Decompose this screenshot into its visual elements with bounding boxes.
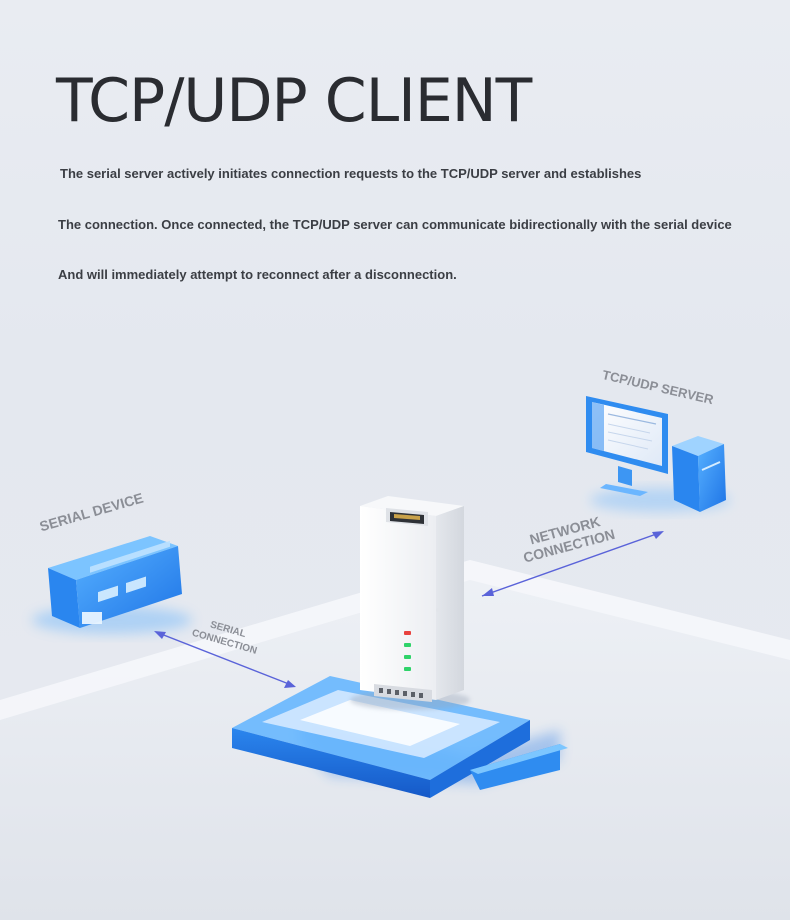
network-connection-arrow	[481, 531, 664, 597]
floor-edge	[0, 560, 790, 720]
description-line-3: And will immediately attempt to reconnec…	[58, 267, 457, 282]
led-green-icon	[404, 655, 411, 659]
led-green-icon	[404, 667, 411, 671]
serial-server-base	[232, 676, 568, 798]
description-line-2: The connection. Once connected, the TCP/…	[58, 217, 732, 232]
description-line-1: The serial server actively initiates con…	[60, 166, 642, 181]
serial-device-icon	[32, 536, 192, 634]
led-red-icon	[404, 631, 411, 635]
serial-connection-arrow	[154, 631, 296, 688]
led-green-icon	[404, 643, 411, 647]
page-title: TCP/UDP CLIENT	[56, 66, 532, 136]
serial-server-device-icon	[350, 496, 470, 710]
tcp-udp-server-icon	[586, 396, 730, 512]
